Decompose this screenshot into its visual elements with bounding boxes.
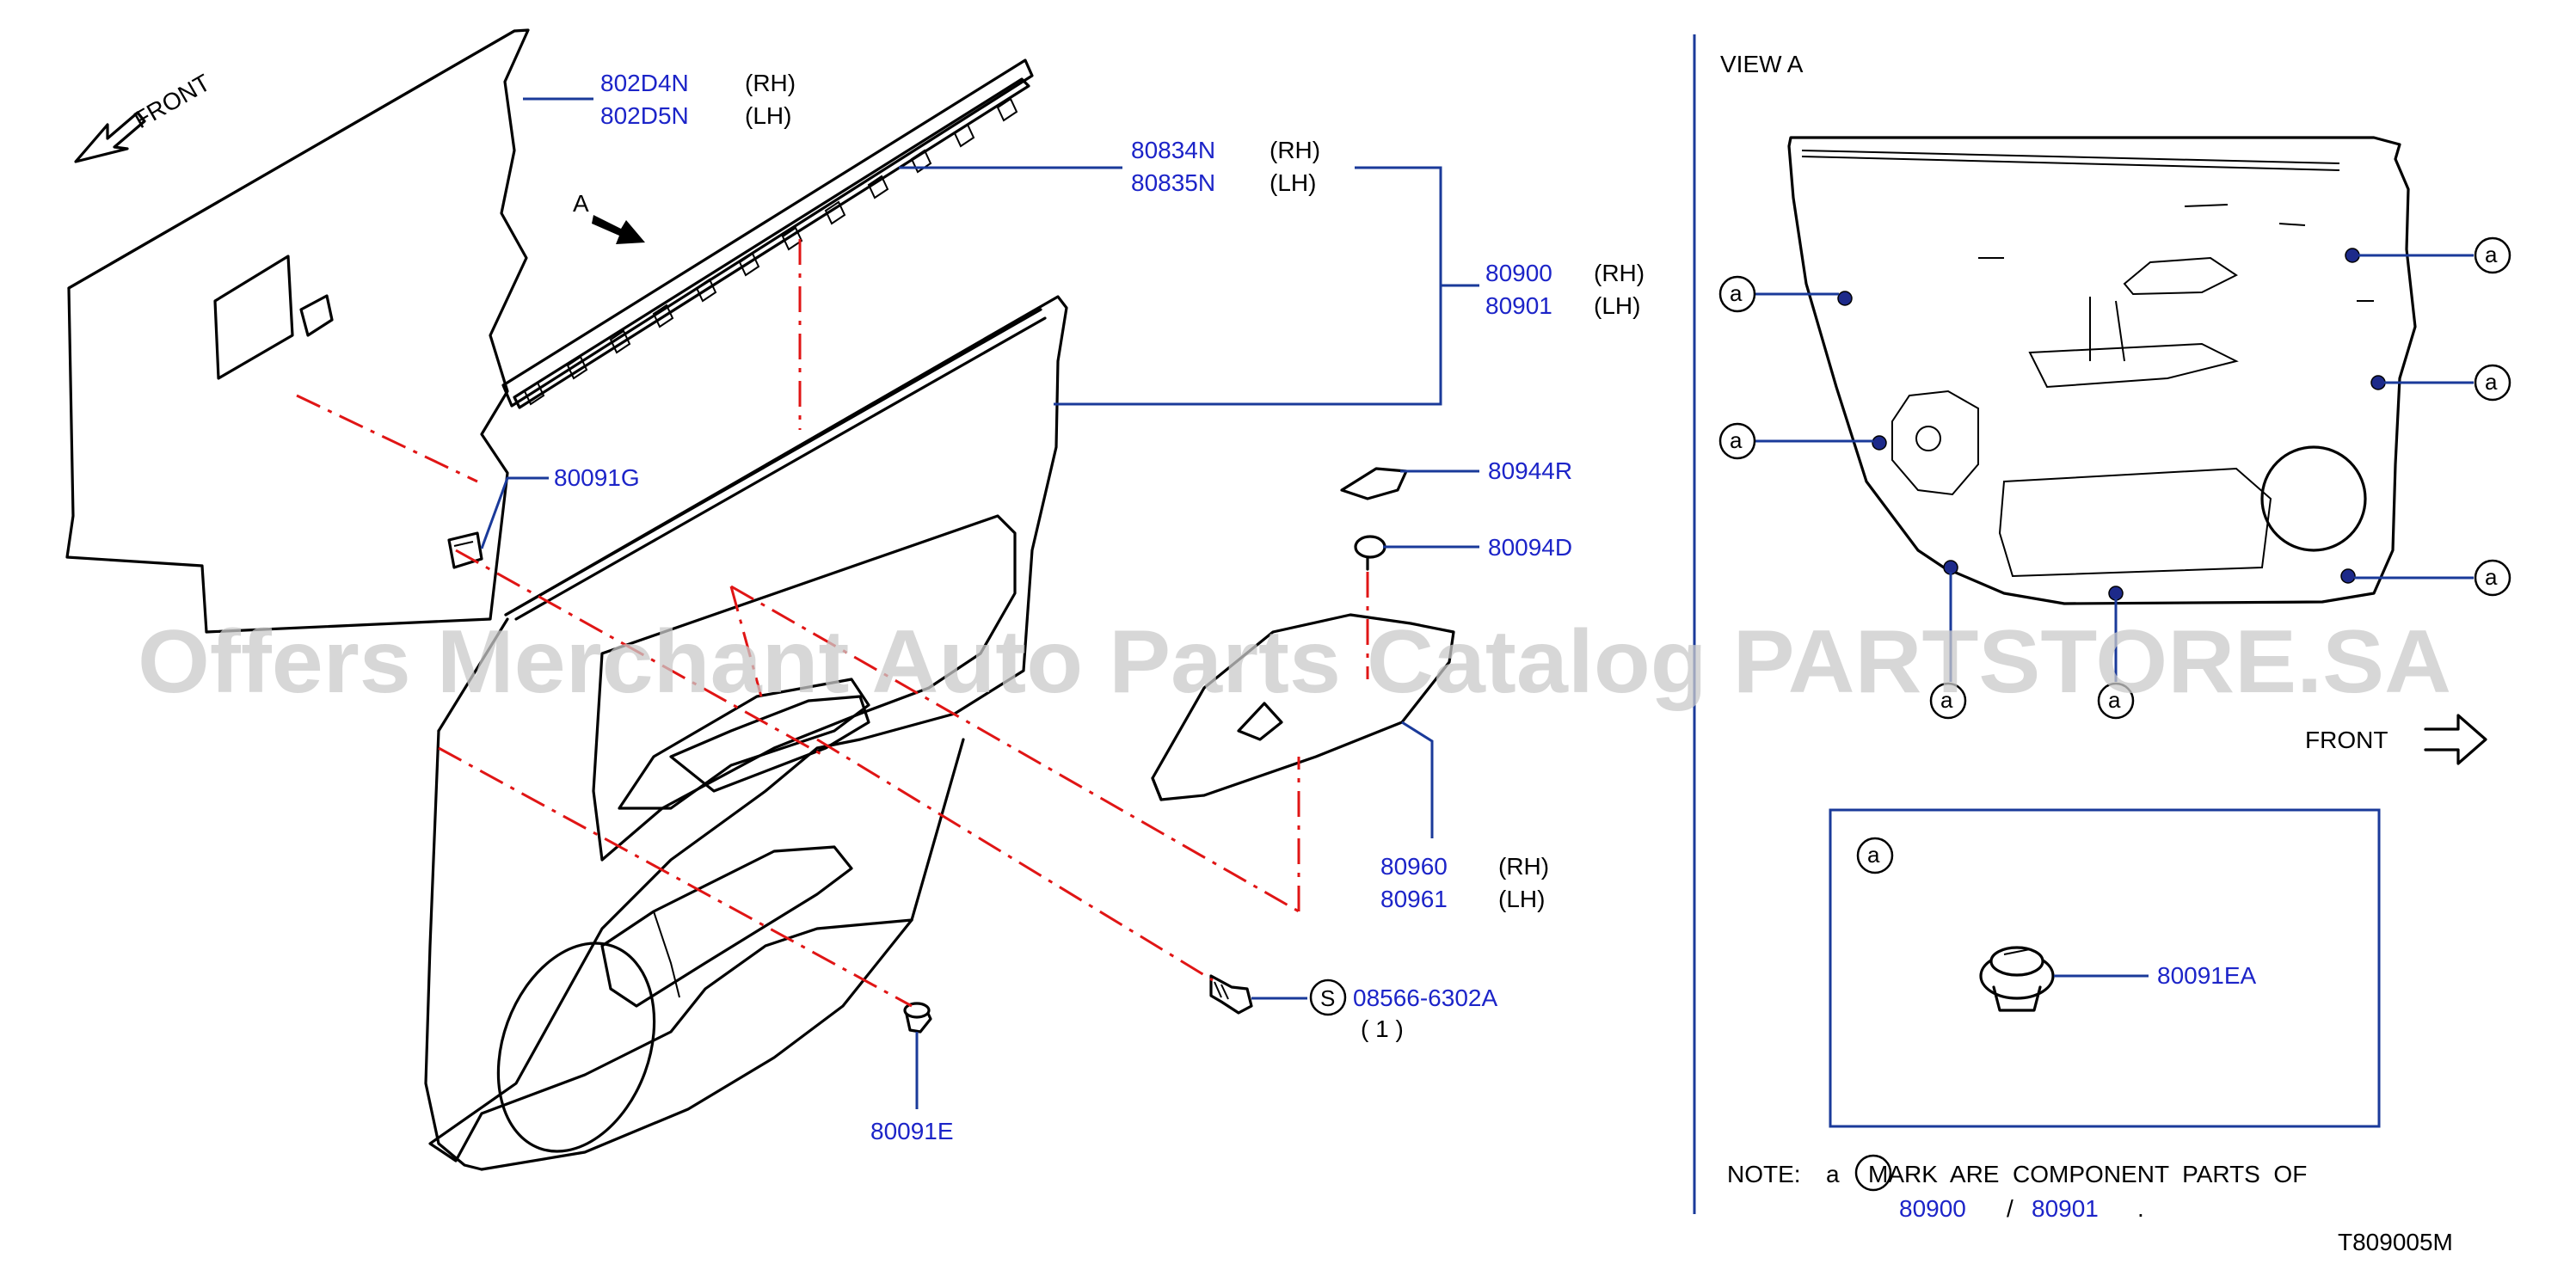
front-direction-arrow-icon <box>74 111 146 163</box>
callout-a-3: a <box>1929 682 1967 720</box>
view-a-clip-callouts: a a a a a a a <box>1718 236 2511 720</box>
svg-text:a: a <box>1730 280 1743 306</box>
svg-text:(LH): (LH) <box>1270 169 1316 196</box>
part-label-80091E: 80091E <box>870 1118 954 1144</box>
svg-text:NOTE:: NOTE: <box>1727 1161 1801 1187</box>
svg-text:(LH): (LH) <box>745 102 791 129</box>
callout-a-6: a <box>2474 364 2511 402</box>
svg-text:80901: 80901 <box>1485 292 1552 319</box>
svg-text:(RH): (RH) <box>1594 260 1645 286</box>
watermark: Offers Merchant Auto Parts Catalog PARTS… <box>138 612 2451 712</box>
part-label-08566-6302A: S 08566-6302A ( 1 ) <box>1309 978 1497 1042</box>
switch-finisher-drawing <box>1151 613 1455 801</box>
bolt-drawing <box>1209 974 1253 1015</box>
part-label-80960: 80960 80961 (RH) (LH) <box>1380 853 1549 912</box>
front-right-arrow-icon <box>2424 714 2487 765</box>
svg-text:80834N: 80834N <box>1131 137 1215 163</box>
view-a-arrow-icon <box>592 215 645 244</box>
svg-text:a: a <box>1940 687 1953 713</box>
svg-text:/: / <box>2007 1195 2013 1222</box>
svg-text:(RH): (RH) <box>1270 137 1320 163</box>
svg-text:(RH): (RH) <box>745 70 796 96</box>
screw-drawing <box>1354 535 1386 571</box>
svg-text:80900: 80900 <box>1485 260 1552 286</box>
svg-text:.: . <box>2137 1195 2144 1222</box>
svg-text:80961: 80961 <box>1380 886 1448 912</box>
svg-text:a: a <box>2108 687 2121 713</box>
alignment-lines <box>296 239 1369 1008</box>
part-label-802D4N: 802D4N 802D5N (RH) (LH) <box>600 70 796 129</box>
callout-a-2: a <box>1718 422 1756 460</box>
clip-80091ea-drawing <box>1979 946 2055 1012</box>
svg-text:08566-6302A: 08566-6302A <box>1353 985 1497 1011</box>
svg-text:80835N: 80835N <box>1131 169 1215 196</box>
svg-text:80960: 80960 <box>1380 853 1448 880</box>
svg-text:( 1 ): ( 1 ) <box>1361 1015 1404 1042</box>
part-label-80091G: 80091G <box>554 464 640 491</box>
svg-text:80900: 80900 <box>1899 1195 1966 1222</box>
door-trim-panel-drawing <box>424 295 1068 1171</box>
callout-a-5: a <box>2474 236 2511 274</box>
svg-text:(LH): (LH) <box>1594 292 1640 319</box>
svg-text:a: a <box>1867 842 1880 868</box>
svg-text:80901: 80901 <box>2032 1195 2099 1222</box>
callout-a-1: a <box>1718 275 1756 313</box>
view-a-title: VIEW A <box>1720 51 1804 77</box>
view-a-door-panel-drawing <box>1787 136 2417 605</box>
callout-a-4: a <box>2097 682 2135 720</box>
component-note: NOTE: a MARK ARE COMPONENT PARTS OF 8090… <box>1727 1154 2307 1222</box>
front-label-right: FRONT <box>2305 727 2388 753</box>
diagram-code: T809005M <box>2338 1229 2453 1255</box>
callout-a-7: a <box>2474 559 2511 597</box>
svg-text:a: a <box>1730 427 1743 453</box>
svg-text:(LH): (LH) <box>1498 886 1545 912</box>
part-label-80834N: 80834N 80835N (RH) (LH) <box>1131 137 1320 196</box>
window-moulding-drawing <box>501 58 1034 409</box>
part-label-80944R: 80944R <box>1488 457 1572 484</box>
svg-text:a: a <box>2485 369 2498 395</box>
svg-text:a: a <box>1826 1161 1840 1187</box>
part-label-80900: 80900 80901 (RH) (LH) <box>1485 260 1645 319</box>
part-label-80094D: 80094D <box>1488 534 1572 561</box>
svg-text:(RH): (RH) <box>1498 853 1549 880</box>
svg-text:802D5N: 802D5N <box>600 102 689 129</box>
cap-drawing <box>1340 467 1408 500</box>
part-label-80091EA: 80091EA <box>2157 962 2257 989</box>
svg-text:S: S <box>1320 985 1335 1011</box>
front-label-left: FRONT <box>130 69 215 133</box>
svg-text:a: a <box>2485 564 2498 590</box>
view-a-arrow-label: A <box>573 190 589 217</box>
clip-detail-box: a 80091EA <box>1829 808 2381 1128</box>
svg-text:a: a <box>2485 242 2498 267</box>
door-sealing-screen-drawing <box>65 28 530 634</box>
clip-80091e-drawing <box>903 1002 932 1034</box>
svg-text:802D4N: 802D4N <box>600 70 689 96</box>
svg-text:MARK ARE COMPONENT PARTS O: MARK ARE COMPONENT PARTS OF <box>1868 1161 2307 1187</box>
